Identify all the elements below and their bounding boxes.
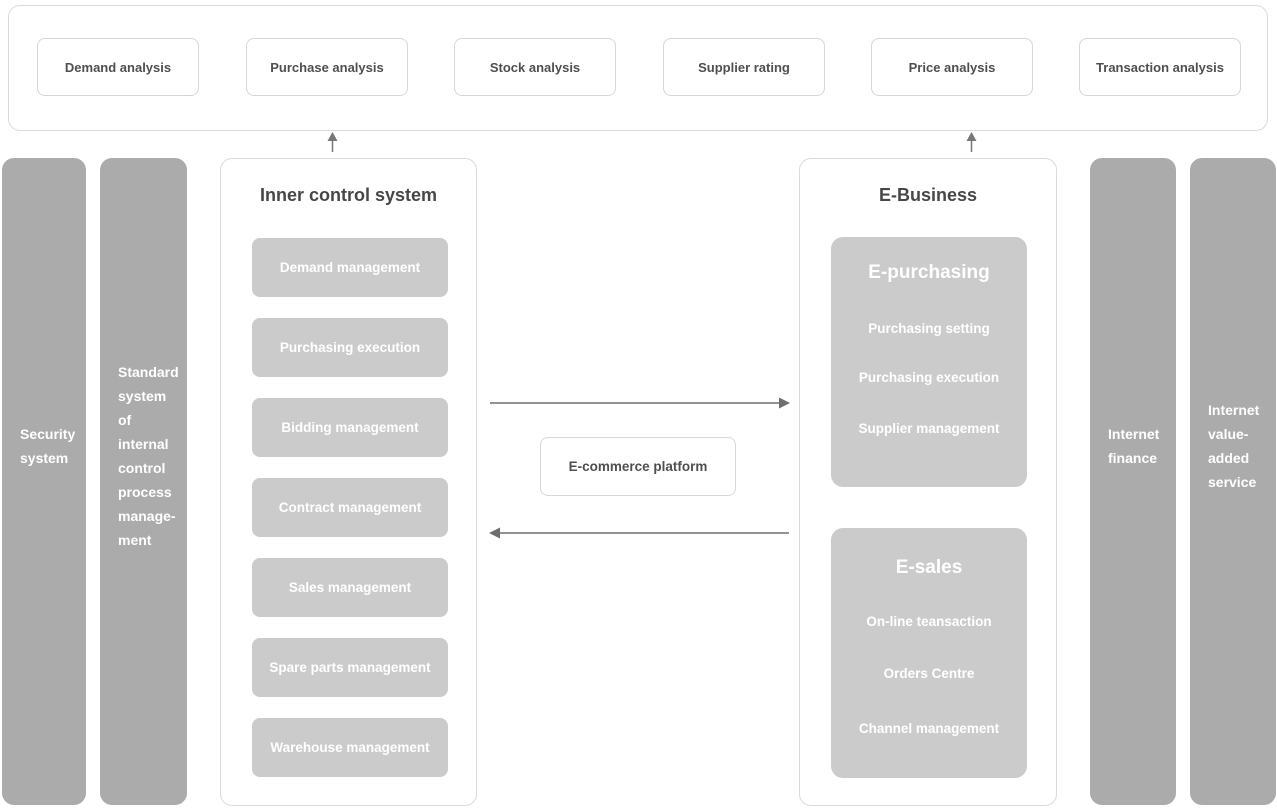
inner-control-item-sales: Sales management (252, 558, 448, 617)
arrow-up-icon (966, 132, 977, 152)
analysis-panel: Demand analysis Purchase analysis Stock … (8, 5, 1268, 131)
e-purchasing-title: E-purchasing (868, 262, 990, 283)
analysis-box-stock: Stock analysis (454, 38, 616, 96)
inner-control-item-warehouse: Warehouse management (252, 718, 448, 777)
analysis-box-transaction: Transaction analysis (1079, 38, 1241, 96)
inner-control-item-label: Bidding management (281, 420, 419, 435)
inner-control-item-contract: Contract management (252, 478, 448, 537)
standard-system-label: Standard system of internal control proc… (118, 364, 179, 548)
internet-value-added-label: Internet value- added service (1208, 402, 1260, 490)
inner-control-item-label: Spare parts management (269, 660, 431, 675)
e-sales-item-channel: Channel management (858, 721, 1000, 736)
analysis-box-price: Price analysis (871, 38, 1033, 96)
arrow-left-icon (489, 527, 789, 539)
inner-control-item-label: Purchasing execution (279, 340, 421, 355)
inner-control-item-label: Warehouse management (270, 740, 430, 755)
analysis-box-label: Purchase analysis (270, 59, 384, 75)
analysis-box-label: Supplier rating (698, 59, 790, 75)
e-purchasing-box: E-purchasing Purchasing setting Purchasi… (831, 237, 1027, 487)
inner-control-title: Inner control system (259, 185, 438, 205)
e-commerce-platform-label: E-commerce platform (568, 459, 708, 474)
analysis-box-supplier-rating: Supplier rating (663, 38, 825, 96)
e-purchasing-item-setting: Purchasing setting (868, 321, 990, 336)
inner-control-item-purchasing: Purchasing execution (252, 318, 448, 377)
security-system-label: Security system (20, 426, 76, 466)
security-system-bar: Security system (2, 158, 86, 805)
inner-control-item-label: Demand management (279, 260, 421, 275)
e-business-panel: E-Business E-purchasing Purchasing setti… (799, 158, 1057, 806)
e-purchasing-item-execution: Purchasing execution (858, 370, 1000, 385)
internet-finance-label: Internet finance (1108, 426, 1160, 466)
inner-control-item-demand: Demand management (252, 238, 448, 297)
internet-value-added-bar: Internet value- added service (1190, 158, 1276, 805)
analysis-box-label: Price analysis (908, 59, 996, 75)
e-sales-item-orders-centre: Orders Centre (883, 666, 975, 681)
standard-system-bar: Standard system of internal control proc… (100, 158, 187, 805)
analysis-box-purchase: Purchase analysis (246, 38, 408, 96)
e-sales-title: E-sales (895, 557, 963, 578)
inner-control-item-bidding: Bidding management (252, 398, 448, 457)
analysis-box-label: Demand analysis (64, 59, 172, 75)
arrow-up-icon (327, 132, 338, 152)
analysis-box-label: Stock analysis (489, 59, 581, 75)
inner-control-item-label: Sales management (288, 580, 412, 595)
analysis-box-label: Transaction analysis (1096, 59, 1224, 75)
analysis-box-demand: Demand analysis (37, 38, 199, 96)
e-business-title: E-Business (878, 185, 978, 205)
inner-control-item-label: Contract management (278, 500, 422, 515)
internet-finance-bar: Internet finance (1090, 158, 1176, 805)
arrow-right-icon (490, 397, 790, 409)
inner-control-panel: Inner control system Demand management P… (220, 158, 477, 806)
inner-control-item-spare-parts: Spare parts management (252, 638, 448, 697)
e-purchasing-item-supplier: Supplier management (858, 421, 1000, 436)
e-sales-box: E-sales On-line teansaction Orders Centr… (831, 528, 1027, 778)
e-commerce-platform-box: E-commerce platform (540, 437, 736, 496)
e-sales-item-online-transaction: On-line teansaction (866, 614, 992, 629)
